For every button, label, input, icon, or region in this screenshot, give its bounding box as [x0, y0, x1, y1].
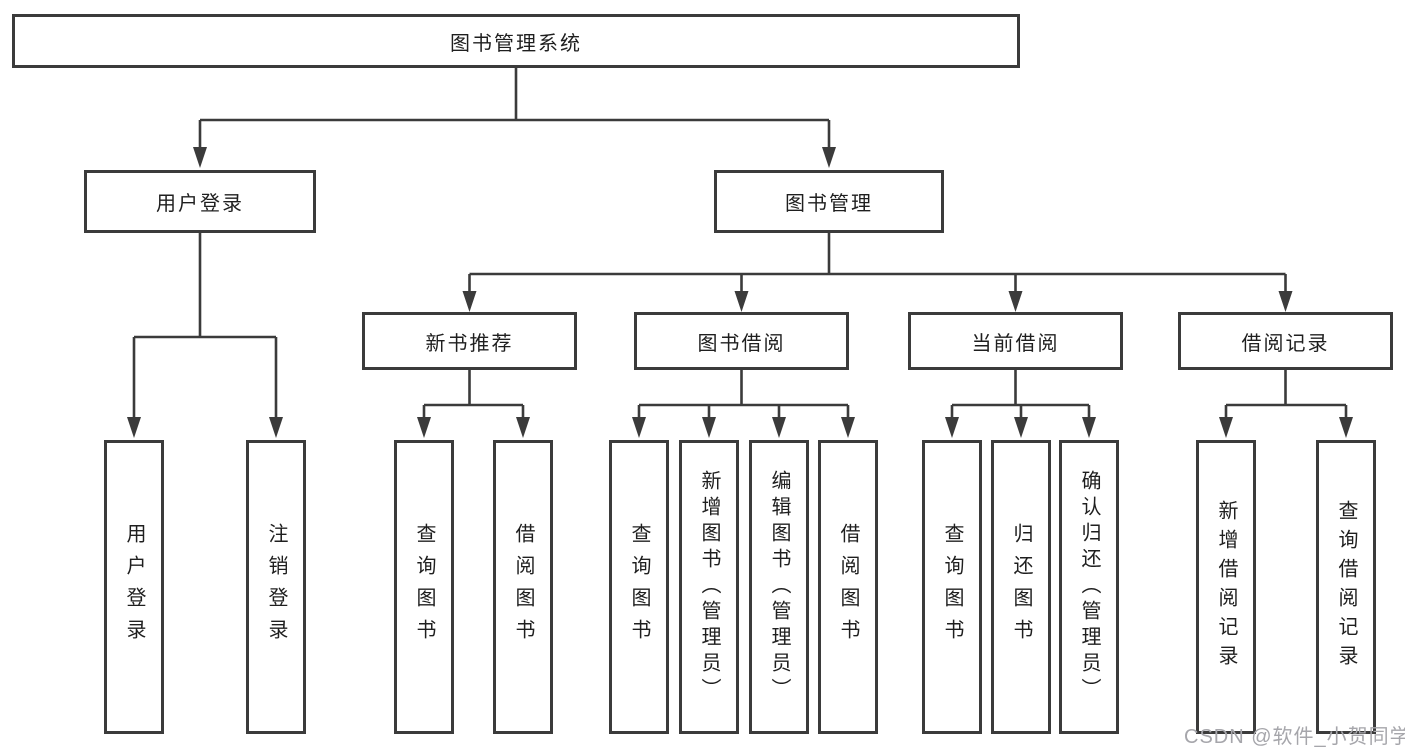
leaf-logout: 注销登录 [246, 440, 306, 734]
leaf-borrow-books-1: 借阅图书 [493, 440, 553, 734]
node-user-login: 用户登录 [84, 170, 316, 233]
leaf-return-books: 归还图书 [991, 440, 1051, 734]
leaf-add-borrow-record: 新增借阅记录 [1196, 440, 1256, 734]
leaf-query-books-3: 查询图书 [922, 440, 982, 734]
node-book-borrowing: 图书借阅 [634, 312, 849, 370]
leaf-user-login: 用户登录 [104, 440, 164, 734]
leaf-borrow-books-2: 借阅图书 [818, 440, 878, 734]
connector-root-to-level2 [193, 68, 836, 168]
node-current-borrowing: 当前借阅 [908, 312, 1123, 370]
connector-bookborrow-to-leaves [632, 370, 855, 438]
connector-borrowrecord-to-leaves [1219, 370, 1353, 438]
leaf-confirm-return-admin: 确认归还（管理员） [1059, 440, 1119, 734]
connector-userlogin-to-leaves [127, 233, 283, 438]
node-new-book-recommendation: 新书推荐 [362, 312, 577, 370]
leaf-query-books-2: 查询图书 [609, 440, 669, 734]
node-root-library-management-system: 图书管理系统 [12, 14, 1020, 68]
connector-newbookrec-to-leaves [417, 370, 530, 438]
leaf-add-books-admin: 新增图书（管理员） [679, 440, 739, 734]
leaf-edit-books-admin: 编辑图书（管理员） [749, 440, 809, 734]
node-book-management: 图书管理 [714, 170, 944, 233]
leaf-query-books-1: 查询图书 [394, 440, 454, 734]
csdn-watermark: CSDN @软件_小贺同学 [1184, 726, 1405, 747]
connector-bookmgmt-to-level3 [462, 233, 1293, 312]
connector-currentborrow-to-leaves [945, 370, 1096, 438]
leaf-query-borrow-record: 查询借阅记录 [1316, 440, 1376, 734]
node-borrowing-records: 借阅记录 [1178, 312, 1393, 370]
